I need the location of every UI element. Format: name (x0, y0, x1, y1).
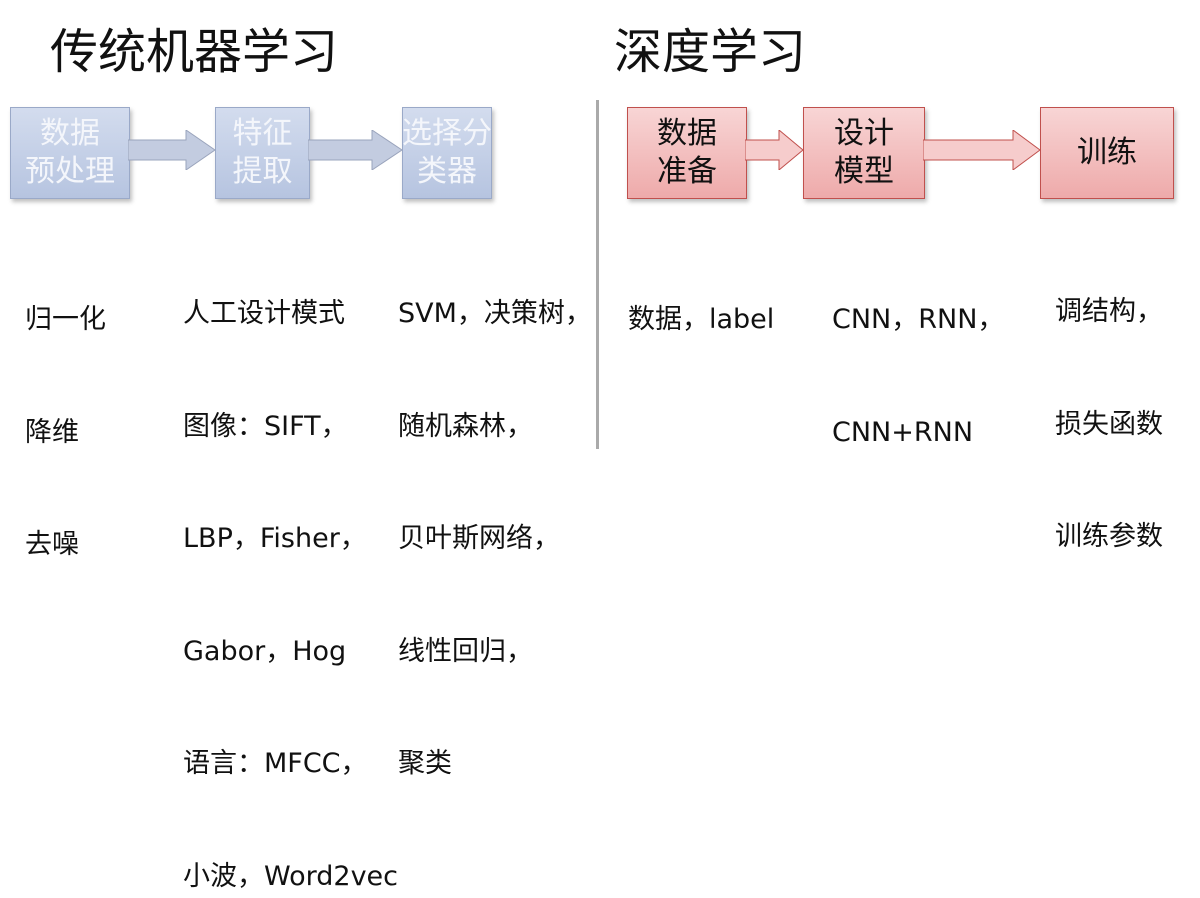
deep-learning-title: 深度学习 (614, 24, 807, 80)
arrow-right-icon (745, 130, 804, 170)
detail-line: 小波，Word2vec (183, 860, 399, 892)
step-label: 设计 模型 (834, 116, 894, 189)
detail-line: 图像：SIFT， (183, 410, 348, 442)
detail-line: 贝叶斯网络， (398, 523, 560, 554)
data-prep-details: 数据，label (628, 226, 774, 376)
detail-line: 线性回归， (398, 635, 533, 667)
detail-line: LBP，Fisher， (183, 523, 367, 554)
feature-details: 人工设计模式 图像：SIFT， LBP，Fisher， Gabor，Hog 语言… (183, 220, 398, 898)
detail-line: Gabor，Hog (183, 635, 347, 667)
detail-line: 损失函数 (1055, 408, 1163, 440)
step-data-preparation: 数据 准备 (627, 107, 747, 199)
detail-line: 数据，label (628, 304, 775, 335)
step-label: 选择分 类器 (402, 116, 492, 189)
detail-line: 调结构， (1055, 296, 1163, 327)
detail-line: 归一化 (25, 304, 106, 335)
detail-line: 聚类 (398, 748, 452, 779)
step-label: 数据 准备 (657, 116, 717, 189)
detail-line: 降维 (25, 416, 79, 448)
step-label: 特征 提取 (232, 116, 293, 189)
step-training: 训练 (1040, 107, 1174, 199)
step-design-model: 设计 模型 (803, 107, 925, 199)
detail-line: 语言：MFCC， (183, 748, 368, 779)
step-feature-extraction: 特征 提取 (215, 107, 310, 199)
preprocessing-details: 归一化 降维 去噪 (25, 226, 106, 601)
arrow-right-icon (308, 130, 403, 170)
model-details: CNN，RNN， CNN+RNN (832, 226, 1004, 489)
arrow-right-icon (128, 130, 216, 170)
step-choose-classifier: 选择分 类器 (402, 107, 492, 199)
training-details: 调结构， 损失函数 训练参数 (1055, 218, 1163, 593)
divider (596, 100, 599, 449)
classifier-details: SVM，决策树， 随机森林， 贝叶斯网络， 线性回归， 聚类 (398, 220, 592, 820)
detail-line: SVM，决策树， (398, 298, 592, 329)
traditional-ml-title: 传统机器学习 (50, 24, 339, 80)
detail-line: 随机森林， (398, 410, 533, 442)
arrow-right-icon (923, 130, 1041, 170)
detail-line: 训练参数 (1055, 521, 1163, 552)
step-label: 训练 (1077, 135, 1137, 170)
detail-line: CNN+RNN (832, 416, 974, 448)
detail-line: 去噪 (25, 529, 79, 560)
step-label: 数据 预处理 (25, 116, 115, 189)
detail-line: CNN，RNN， (832, 304, 1005, 335)
step-data-preprocessing: 数据 预处理 (10, 107, 130, 199)
detail-line: 人工设计模式 (183, 298, 345, 329)
